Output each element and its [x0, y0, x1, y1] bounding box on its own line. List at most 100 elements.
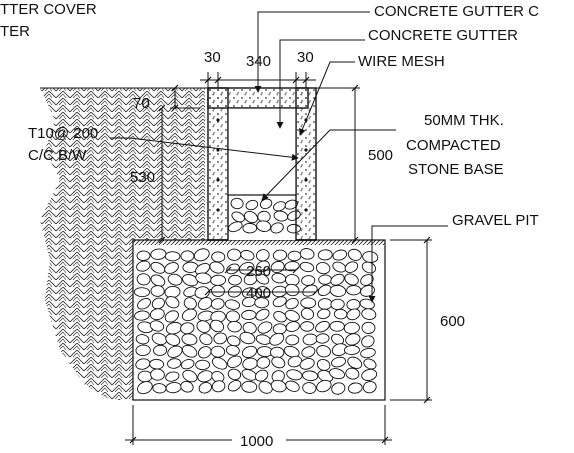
label-concrete-gutter: CONCRETE GUTTER: [368, 27, 518, 44]
pebble: [149, 308, 165, 321]
label-stone-line1: 50MM THK.: [424, 112, 504, 129]
pebble: [330, 273, 345, 286]
pebble: [361, 321, 376, 334]
pebble: [300, 307, 315, 320]
pebble: [181, 308, 197, 322]
pebble: [285, 334, 300, 346]
pebble: [271, 356, 286, 369]
pebble: [225, 344, 240, 356]
pebble: [347, 382, 363, 394]
pebble: [316, 345, 331, 358]
label-rebar-line2: C/C B/W: [28, 147, 87, 164]
label-gutter-cover-left: TTER COVER: [0, 1, 97, 18]
pebble: [198, 382, 213, 394]
pebble: [211, 251, 226, 263]
pebble: [317, 308, 331, 320]
pebble: [317, 249, 333, 261]
pebble: [243, 211, 258, 224]
dim-text-gutter-depth: 530: [130, 169, 155, 186]
gravel-pit: [132, 239, 386, 401]
pebble: [150, 368, 165, 381]
pebble: [360, 274, 374, 286]
dim-text-pit-width: 1000: [240, 433, 273, 450]
pebble: [258, 380, 273, 394]
dim-ticks-top: [204, 76, 310, 84]
pit-pebbles: [133, 248, 379, 395]
dim-ticks-70: [171, 84, 179, 112]
dim-text-wall-left: 30: [204, 49, 221, 66]
dim-ticks-600: [423, 236, 431, 404]
pebble: [137, 381, 153, 395]
pebble: [315, 333, 330, 344]
pebble: [346, 285, 362, 296]
pebble: [136, 250, 151, 261]
pebble: [287, 355, 303, 368]
pebble: [270, 379, 287, 393]
pebble: [331, 356, 347, 368]
pebble: [332, 249, 348, 261]
pebble: [345, 333, 361, 346]
pebble: [180, 359, 195, 370]
pebble: [164, 310, 179, 323]
pebble: [230, 197, 244, 210]
pebble: [165, 296, 180, 309]
pebble: [299, 261, 315, 273]
pebble: [270, 222, 284, 234]
label-stone-line2: COMPACTED: [406, 137, 501, 154]
pebble: [272, 249, 288, 261]
pebble: [231, 211, 245, 223]
pebble: [180, 380, 194, 393]
pebble: [164, 262, 179, 274]
label-stone-line3: STONE BASE: [408, 161, 504, 178]
pebble: [285, 297, 299, 310]
pebble: [227, 368, 242, 381]
dim-ticks-530: [158, 104, 166, 244]
pebble: [242, 222, 258, 234]
pebble: [255, 308, 270, 321]
pebble: [299, 358, 315, 370]
pebble: [180, 250, 195, 262]
pebble: [181, 344, 198, 358]
leader-wire-mesh: [299, 61, 355, 136]
pebble: [239, 331, 256, 345]
pebble: [254, 297, 270, 309]
pebble: [315, 262, 331, 275]
pebble: [182, 369, 198, 383]
pebble: [239, 262, 255, 275]
pebble: [317, 298, 333, 310]
leader-concrete-gutter: [276, 39, 365, 129]
pebble: [301, 346, 316, 358]
pebble: [330, 298, 345, 311]
pebble: [199, 333, 213, 346]
pebble: [329, 284, 347, 297]
pebble: [329, 320, 345, 332]
pebble: [165, 371, 180, 382]
pebble: [151, 297, 165, 310]
pebble: [302, 382, 317, 394]
pebble: [225, 310, 240, 323]
dim-ticks-260: [224, 266, 300, 274]
pebble: [345, 367, 360, 380]
pebble: [137, 298, 151, 310]
pebble: [137, 370, 153, 383]
natural-ground: [40, 88, 205, 400]
dim-text-pit-inner: 400: [246, 285, 271, 302]
pebble: [136, 260, 151, 272]
pebble: [344, 273, 359, 286]
pebble: [255, 273, 270, 285]
pebble: [273, 311, 287, 323]
pebble: [193, 248, 210, 262]
pebble: [331, 382, 346, 395]
pebble: [346, 308, 361, 321]
pebble: [181, 333, 198, 346]
leader-concrete-gutter-cover: [254, 11, 370, 93]
pebble: [197, 346, 212, 359]
pebble: [227, 355, 243, 368]
pebble: [150, 285, 165, 297]
pebble: [256, 356, 271, 369]
dim-text-wall-right: 30: [297, 49, 314, 66]
pebble: [134, 310, 150, 321]
pebble: [318, 274, 332, 285]
pebble: [300, 297, 317, 309]
pebble: [135, 344, 151, 357]
